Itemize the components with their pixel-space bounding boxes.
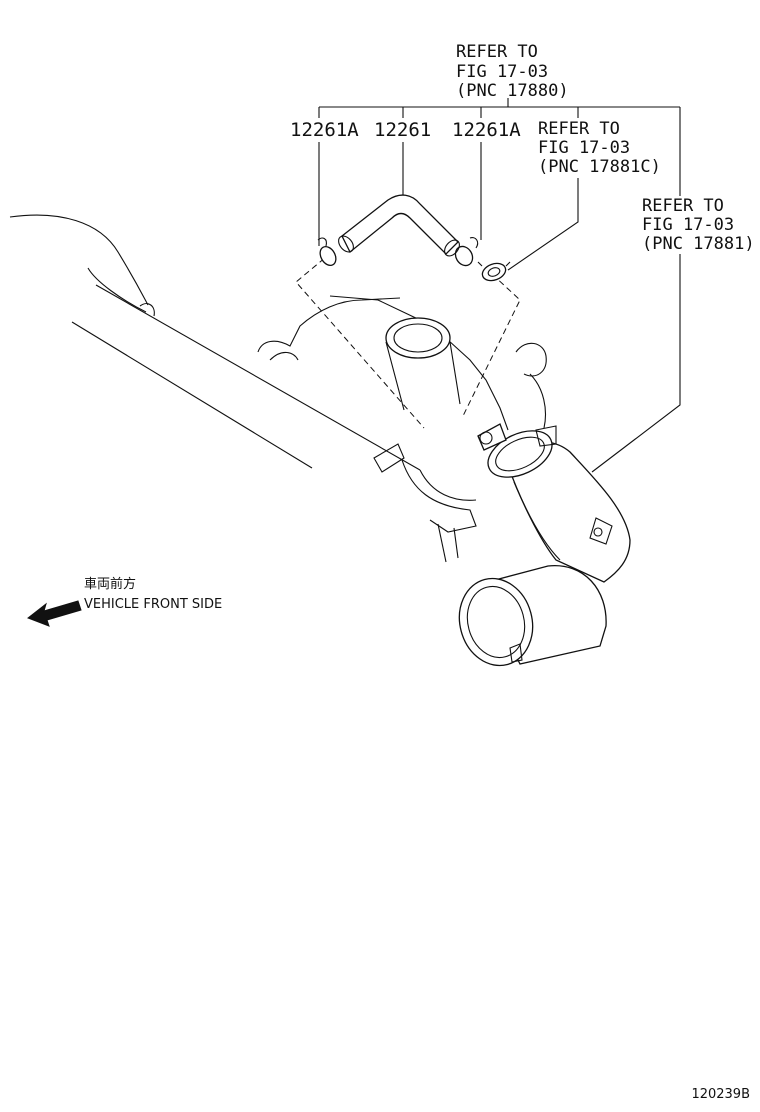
part-number-clamp-left: 12261A [290, 119, 359, 141]
clamp-left [317, 237, 337, 266]
callout-right-line3: (PNC 17881) [642, 234, 755, 254]
arrow-left-icon [26, 600, 82, 627]
callout-middle-line1: REFER TO [538, 119, 620, 139]
callout-right-line1: REFER TO [642, 196, 724, 216]
part-number-hose: 12261 [374, 119, 431, 141]
callout-top-line2: FIG 17-03 [456, 62, 548, 82]
callout-middle: REFER TO FIG 17-03 (PNC 17881C) [538, 119, 661, 177]
callout-right-line2: FIG 17-03 [642, 215, 734, 235]
hose [338, 194, 460, 257]
throttle-neck [385, 317, 461, 411]
leader-lines [318, 98, 681, 473]
direction-label-japanese: 車両前方 [84, 576, 136, 592]
direction-label-english: VEHICLE FRONT SIDE [84, 597, 222, 612]
air-intake-pipe [458, 423, 631, 667]
clamp-right [454, 237, 479, 267]
engine-outline [9, 214, 547, 563]
small-clamp [477, 261, 511, 282]
callout-middle-line2: FIG 17-03 [538, 138, 630, 158]
callout-top-line1: REFER TO [456, 42, 538, 62]
callout-top: REFER TO FIG 17-03 (PNC 17880) [456, 42, 569, 101]
direction-indicator: 車両前方 VEHICLE FRONT SIDE [26, 576, 222, 627]
figure-id: 120239B [691, 1087, 750, 1102]
callout-top-line3: (PNC 17880) [456, 81, 569, 101]
callout-middle-line3: (PNC 17881C) [538, 157, 661, 177]
exploded-view-box [295, 251, 521, 429]
part-number-clamp-right: 12261A [452, 119, 521, 141]
callout-right: REFER TO FIG 17-03 (PNC 17881) [642, 196, 755, 254]
